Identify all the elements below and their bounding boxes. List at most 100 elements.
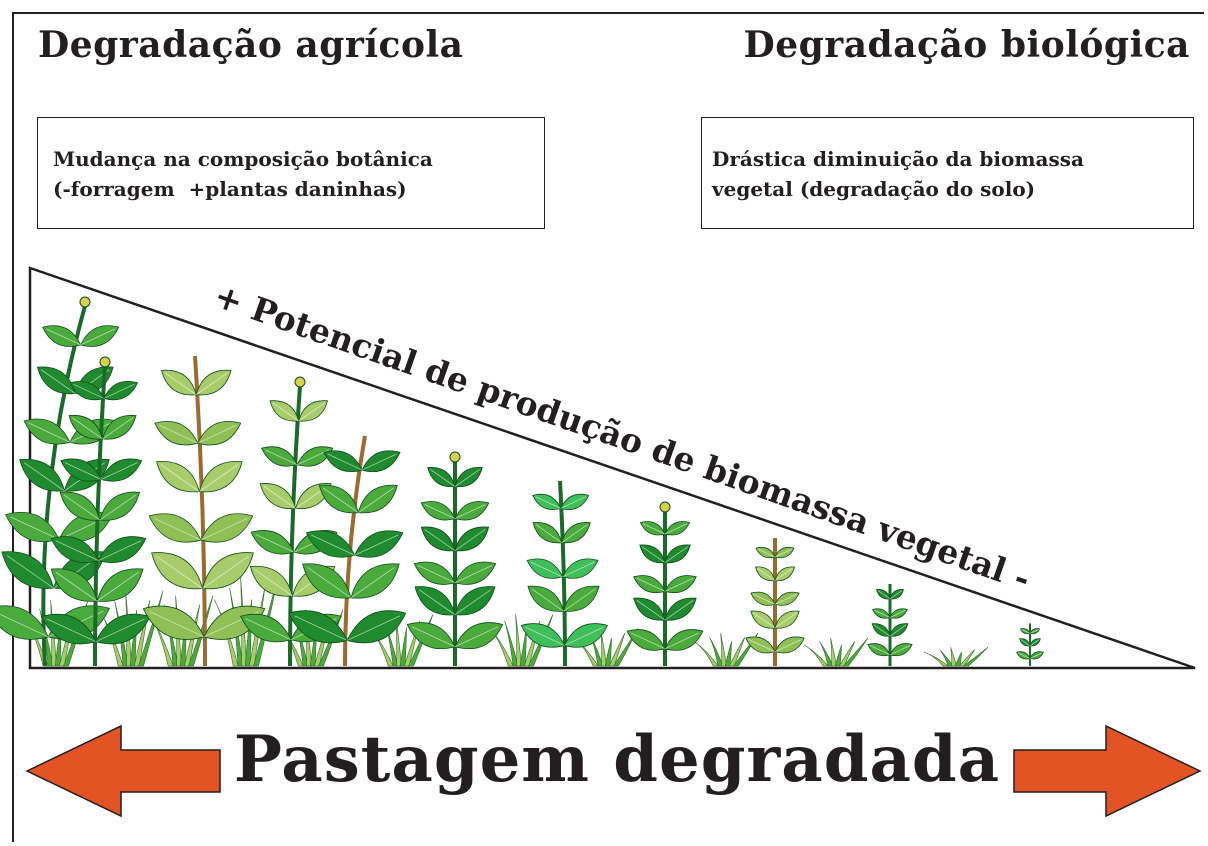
plant-leaf-vein [562, 561, 595, 578]
plant-flower [99, 356, 111, 368]
grass-tuft-blade [608, 633, 626, 667]
plant-leaf-vein [347, 615, 401, 641]
plant-leaf-vein [265, 449, 298, 466]
grass-tuft-blade [958, 649, 976, 667]
plant-leaf-vein [350, 567, 395, 599]
degraded-pasture-label: Pastagem degradada [233, 722, 1001, 797]
plant-leaf-vein [869, 645, 891, 656]
plant-leaf-vein [564, 627, 604, 646]
plant-leaf-vein [80, 328, 116, 346]
box-biomass-decrease-line1: Drástica diminuição da biomassa [712, 147, 1084, 171]
plant-leaf-vein [102, 417, 133, 440]
plant-leaf-vein [64, 462, 102, 480]
plant-leaf-vein [255, 533, 295, 553]
plant-leaf-vein [874, 609, 891, 618]
plant-leaf-vein [103, 383, 135, 399]
plant-leaf-vein [753, 612, 776, 629]
plant-leaf-vein [454, 589, 492, 616]
plant-leaf-vein [454, 469, 480, 487]
plant-leaf-vein [757, 568, 776, 581]
plant-leaf-vein [418, 565, 456, 584]
plant-leaf-vein [774, 639, 802, 653]
frame-border [12, 12, 1204, 842]
plant-leaf-vein [311, 534, 355, 556]
plant-leaf-vein [454, 565, 492, 584]
plant-leaf-vein [197, 424, 237, 444]
plant-leaf-vein [430, 469, 456, 487]
plant-leaf-vein [0, 610, 49, 638]
plant-leaf-vein [1029, 652, 1043, 659]
grass-tuft-blade [842, 637, 869, 667]
plant-leaf-vein [642, 546, 666, 563]
plant-stem [288, 385, 302, 667]
plant-leaf-vein [454, 504, 486, 520]
plant-leaf-vein [98, 540, 142, 561]
plant-leaf-vein [664, 632, 700, 650]
plant-leaf-vein [10, 516, 60, 540]
grass-tuft-blade [939, 649, 954, 667]
plant-leaf-vein [873, 624, 891, 637]
plant-leaf-vein [202, 556, 249, 589]
plant-leaf-vein [1029, 639, 1040, 647]
plant-leaf-vein [877, 590, 891, 600]
plant-leaf-vein [642, 523, 666, 535]
plant-leaf-vein [156, 556, 203, 589]
plant-leaf-vein [889, 590, 903, 600]
plant-leaf-vein [774, 548, 793, 558]
plant-leaf-vein [636, 600, 666, 621]
box-botanical-change-line2: (-forragem +plantas daninhas) [53, 177, 407, 201]
plant-leaf-vein [525, 627, 565, 646]
heading-agricultural-degradation: Degradação agrícola [38, 24, 464, 66]
grass-tuft-blade [528, 614, 554, 667]
grass-tuft-blade [950, 647, 957, 667]
plant-leaf-vein [535, 496, 561, 509]
grass-tuft-blade [830, 637, 837, 667]
box-biomass-decrease: Drástica diminuição da biomassa vegetal … [701, 117, 1194, 229]
plant-leaf-vein [245, 618, 292, 641]
plant-leaf-vein [199, 464, 239, 492]
box-botanical-change-line1: Mudança na composição botânica [53, 147, 433, 171]
plant-leaf-vein [154, 517, 202, 541]
box-botanical-change: Mudança na composição botânica (-forrage… [37, 117, 545, 229]
plant-flower [79, 296, 91, 308]
plant-leaf-vein [757, 548, 776, 558]
plant-leaf-vein [889, 624, 907, 637]
box-biomass-decrease-line2: vegetal (degradação do solo) [712, 177, 1036, 201]
grass-tuft-blade [709, 637, 724, 667]
plant-leaf-vein [1021, 629, 1031, 634]
grass-tuft-blade [504, 620, 519, 667]
plant-leaf-vein [664, 546, 688, 563]
plant-leaf-vein [1029, 629, 1039, 634]
grass-tuft-blade [188, 595, 214, 667]
plant-leaf-vein [99, 494, 136, 521]
grass-tuft-blade [604, 637, 612, 667]
plant-leaf-vein [101, 462, 138, 480]
plant-leaf-vein [361, 453, 397, 471]
grass-tuft-blade [954, 651, 962, 667]
arrow-left-icon [25, 724, 221, 818]
plant-leaf-vein [753, 593, 776, 605]
plant-leaf-vein [664, 523, 688, 535]
plant-leaf-vein [196, 372, 228, 396]
grass-tuft-blade [612, 628, 639, 667]
plant-leaf-vein [254, 569, 293, 597]
grass-tuft-blade [838, 641, 856, 667]
plant-leaf-vein [46, 328, 81, 346]
plant-leaf-vein [28, 422, 71, 443]
plant-leaf-vein [560, 496, 587, 509]
plant-leaf-vein [424, 529, 456, 552]
plant-leaf-vein [418, 589, 456, 616]
plant-leaf-vein [530, 561, 563, 578]
plant-leaf-vein [55, 540, 99, 561]
plant-leaf-vein [160, 464, 200, 492]
grass-tuft-blade [138, 590, 164, 667]
plant-leaf-vein [200, 517, 248, 541]
plant-leaf-vein [149, 611, 205, 638]
plant-leaf-vein [323, 487, 359, 513]
plant-leaf-vein [72, 417, 103, 440]
plant-leaf-vein [630, 632, 666, 650]
grass-tuft-blade [804, 644, 829, 667]
plant-leaf-vein [424, 504, 456, 520]
